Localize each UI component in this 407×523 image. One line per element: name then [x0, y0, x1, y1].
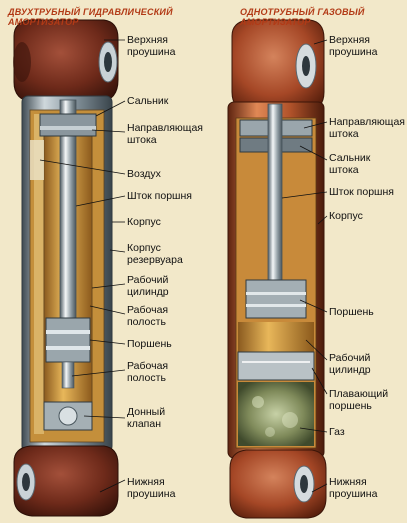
right-label-housing: Корпус [329, 210, 363, 222]
right-label-rod-seal: Сальник штока [329, 152, 371, 176]
left-label-working-cavity-lower: Рабочая полость [127, 360, 169, 384]
right-label-rod-guide: Направляющая штока [329, 116, 405, 140]
right-label-working-cylinder: Рабочий цилиндр [329, 352, 371, 376]
left-label-working-cavity-upper: Рабочая полость [127, 304, 169, 328]
left-label-air: Воздух [127, 168, 161, 180]
left-label-oil-seal: Сальник [127, 95, 169, 107]
left-label-working-cylinder: Рабочий цилиндр [127, 274, 169, 298]
left-label-reservoir-housing: Корпус резервуара [127, 242, 183, 266]
left-label-lower-eye: Нижняя проушина [127, 476, 176, 500]
left-label-rod-guide: Направляющая штока [127, 122, 203, 146]
right-label-piston: Поршень [329, 306, 374, 318]
right-label-lower-eye: Нижняя проушина [329, 476, 378, 500]
right-label-floating-piston: Плавающий поршень [329, 388, 389, 412]
left-label-housing: Корпус [127, 216, 161, 228]
left-label-piston-rod: Шток поршня [127, 190, 192, 202]
twin-tube-absorber [13, 19, 126, 517]
left-label-base-valve: Донный клапан [127, 406, 166, 430]
mono-tube-absorber [227, 19, 328, 519]
left-label-upper-eye: Верхняя проушина [127, 34, 176, 58]
left-title: Двухтрубный гидравлический амортизатор [8, 7, 173, 27]
left-label-piston: Поршень [127, 338, 172, 350]
right-title: Однотрубный газовый амортизатор [240, 7, 365, 27]
right-label-upper-eye: Верхняя проушина [329, 34, 378, 58]
right-label-piston-rod: Шток поршня [329, 186, 394, 198]
right-label-gas: Газ [329, 426, 345, 438]
